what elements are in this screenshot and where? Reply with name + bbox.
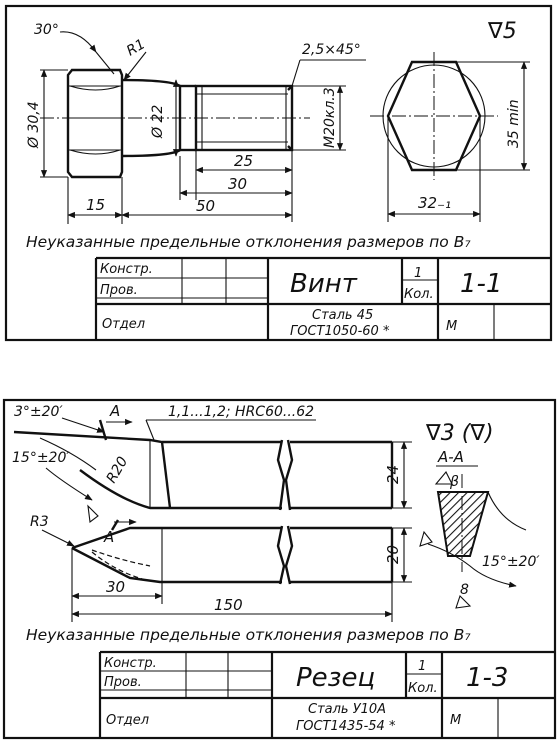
- cutter-side-view: [71, 525, 394, 585]
- dim-angle-right: 15°±20′: [482, 554, 540, 570]
- dim-angle-30: 30°: [34, 22, 59, 38]
- dim-radius-r3: R3: [30, 514, 49, 530]
- drawing-2-frame: [2, 398, 557, 740]
- surface-finish-mark: ∇5: [487, 19, 517, 44]
- dim-length-30: 30: [228, 175, 247, 193]
- tb1-drawing-number: 1-1: [460, 269, 502, 299]
- tb1-part-name: Винт: [290, 269, 358, 299]
- tb1-material-line-2: ГОСТ1050-60 *: [290, 324, 390, 339]
- drawing-1-frame: [4, 4, 553, 342]
- tb1-designer-label: Констр.: [100, 262, 153, 277]
- tb2-material-line-1: Сталь У10А: [308, 702, 386, 717]
- screw-head-side-view: [66, 68, 124, 179]
- dim-tip-length: 30: [106, 578, 125, 596]
- tb2-part-name: Резец: [296, 663, 375, 693]
- surface-finish-mark-2: ∇3 (∇): [425, 421, 494, 446]
- screw-head-end-view: [370, 52, 498, 180]
- tb2-drawing-number: 1-3: [466, 663, 508, 693]
- title-block-1: Констр. Пров. Отдел Винт 1 Кол. 1-1 Стал…: [94, 256, 551, 340]
- hardness-note: 1,1...1,2; HRC60...62: [168, 404, 314, 420]
- section-angle-beta: β: [449, 474, 459, 490]
- tb2-scale-letter: М: [450, 713, 461, 728]
- section-label: А-А: [437, 448, 464, 466]
- tb1-material-line-1: Сталь 45: [312, 308, 373, 323]
- angle-wedge-mark: [87, 504, 99, 524]
- cutter-top-view: [13, 430, 394, 511]
- cut-marker-bottom: А: [103, 528, 114, 546]
- dim-height-24: 24: [384, 465, 402, 484]
- tolerance-note-2: Неуказанные предельные отклонения размер…: [26, 626, 471, 644]
- cut-marker-top: А: [109, 402, 120, 420]
- tb2-designer-label: Констр.: [104, 656, 157, 671]
- dim-total-length-150: 150: [214, 596, 243, 614]
- dim-across-corners: 35 min: [506, 99, 522, 148]
- dim-head-diameter: Ø 30,4: [26, 101, 42, 149]
- dim-head-length: 15: [86, 196, 105, 214]
- dim-total-length: 50: [196, 197, 215, 215]
- title-block-2: Констр. Пров. Отдел Резец 1 Кол. 1-3 Ста…: [98, 650, 555, 738]
- tb2-material-line-2: ГОСТ1435-54 *: [296, 719, 396, 734]
- tb2-checker-label: Пров.: [104, 675, 142, 690]
- dim-angle-top: 3°±20′: [14, 404, 63, 420]
- tolerance-note-1: Неуказанные предельные отклонения размер…: [26, 233, 471, 251]
- section-angle-c: 8: [460, 582, 469, 598]
- tb2-quantity-value: 1: [418, 659, 426, 674]
- dim-radius-r20: R20: [104, 454, 132, 486]
- dim-height-20: 20: [384, 545, 402, 564]
- dim-radius-r1: R1: [124, 36, 148, 59]
- section-a-a: [419, 471, 527, 609]
- tb1-department-label: Отдел: [102, 317, 145, 332]
- tb2-department-label: Отдел: [106, 713, 149, 728]
- tb1-checker-label: Пров.: [100, 283, 138, 298]
- tb1-quantity-label: Кол.: [404, 287, 434, 302]
- drawing-1-screw: ∇5 30° R1: [4, 4, 553, 342]
- dim-thread-length: 25: [234, 152, 253, 170]
- dim-chamfer: 2,5×45°: [302, 42, 361, 58]
- tb1-scale-letter: М: [446, 319, 457, 334]
- dim-shank-diameter: Ø 22: [150, 105, 166, 139]
- dim-thread: M20кл.3: [322, 87, 338, 148]
- dim-angle-left: 15°±20′: [12, 450, 70, 466]
- tb2-quantity-label: Кол.: [408, 681, 438, 696]
- dim-across-flats: 32₋₁: [418, 194, 451, 212]
- tb1-quantity-value: 1: [414, 266, 422, 281]
- drawing-2-cutter: 3°±20′ А 1,1...1,2; HRC60...62 15°±20′ R…: [2, 398, 557, 740]
